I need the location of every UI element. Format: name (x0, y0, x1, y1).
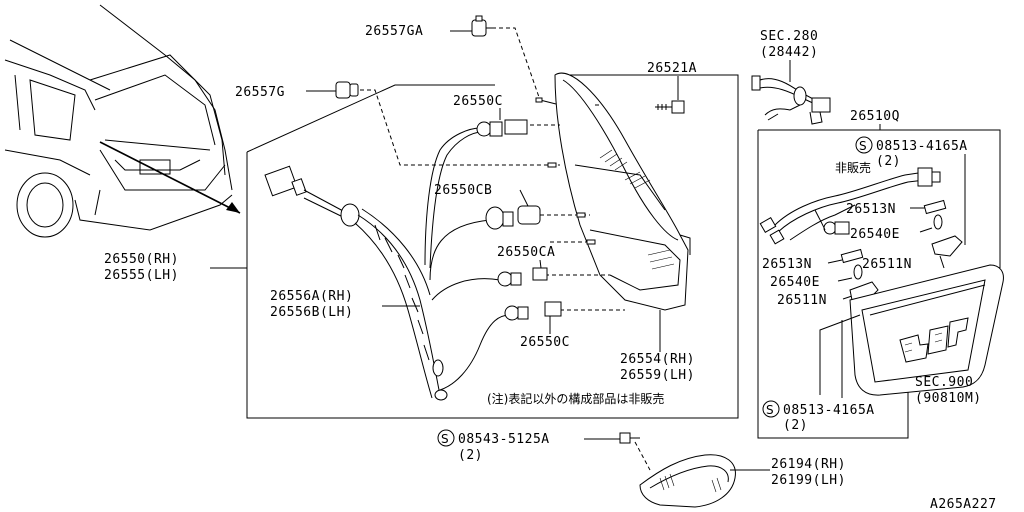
harness-stubs (535, 97, 596, 245)
clip-26557ga (471, 15, 492, 37)
label-26556b-lh: 26556B(LH) (270, 305, 353, 320)
vehicle-illustration (4, 4, 241, 238)
label-sec-280: SEC.280 (760, 29, 818, 44)
label-08543-qty: (2) (458, 448, 483, 463)
s-letter-08543: S (441, 432, 449, 446)
label-26557ga: 26557GA (365, 24, 423, 39)
s-letter-08513-top: S (859, 139, 867, 153)
screw-26521a (655, 100, 685, 114)
label-sec-900-ref: (90810M) (915, 391, 982, 406)
label-26557g: 26557G (235, 85, 285, 100)
label-sec-280-ref: (28442) (760, 45, 818, 60)
label-26559-lh: 26559(LH) (620, 368, 695, 383)
label-26540e-a: 26540E (850, 227, 900, 242)
sec-280-harness (751, 75, 831, 125)
label-sec-900: SEC.900 (915, 375, 973, 390)
rear-combination-lamp (554, 72, 691, 311)
label-26550-rh: 26550(RH) (104, 252, 179, 267)
license-lamp-26194 (639, 454, 736, 508)
label-26199-lh: 26199(LH) (771, 473, 846, 488)
label-08513-top-qty: (2) (876, 154, 901, 169)
label-26540e-b: 26540E (770, 275, 820, 290)
label-08513-4165a-bottom: 08513-4165A (783, 403, 875, 418)
label-26194-rh: 26194(RH) (771, 457, 846, 472)
label-08543-5125a: 08543-5125A (458, 432, 550, 447)
note-text: (注)表記以外の構成部品は非販売 (487, 391, 664, 406)
screw-08543 (619, 432, 640, 444)
s-letter-08513-bot: S (766, 403, 774, 417)
label-26556a-rh: 26556A(RH) (270, 289, 353, 304)
label-26513n-b: 26513N (762, 257, 812, 272)
label-26550cb: 26550CB (434, 183, 492, 198)
label-26554-rh: 26554(RH) (620, 352, 695, 367)
diagram-code: A265A227 (930, 497, 997, 512)
label-26555-lh: 26555(LH) (104, 268, 179, 283)
label-26550ca: 26550CA (497, 245, 555, 260)
s-mark-08513-top: S (855, 136, 873, 154)
socket-harness (264, 119, 562, 401)
finisher-sec-900 (849, 264, 1004, 396)
lens-26513n-b (840, 248, 864, 264)
label-26511n-a: 26511N (862, 257, 912, 272)
lamp-harness-right (759, 167, 941, 245)
label-08513-bot-qty: (2) (783, 418, 808, 433)
label-not-for-sale: 非販売 (835, 160, 871, 175)
clip-26557g (335, 81, 359, 99)
bulb-26540e-b (853, 264, 863, 280)
label-26513n-a: 26513N (846, 202, 896, 217)
label-26510q: 26510Q (850, 109, 900, 124)
label-26521a: 26521A (647, 61, 697, 76)
label-26550c-top: 26550C (453, 94, 503, 109)
lens-26513n-a (923, 199, 947, 215)
s-mark-08543: S (437, 429, 455, 447)
label-08513-4165a-top: 08513-4165A (876, 139, 968, 154)
housing-26511n-a (931, 235, 963, 269)
main-assembly-frame (210, 74, 739, 419)
bulb-26540e-a (933, 214, 943, 230)
s-mark-08513-bot: S (762, 400, 780, 418)
label-26550c-bottom: 26550C (520, 335, 570, 350)
label-26511n-b: 26511N (777, 293, 827, 308)
